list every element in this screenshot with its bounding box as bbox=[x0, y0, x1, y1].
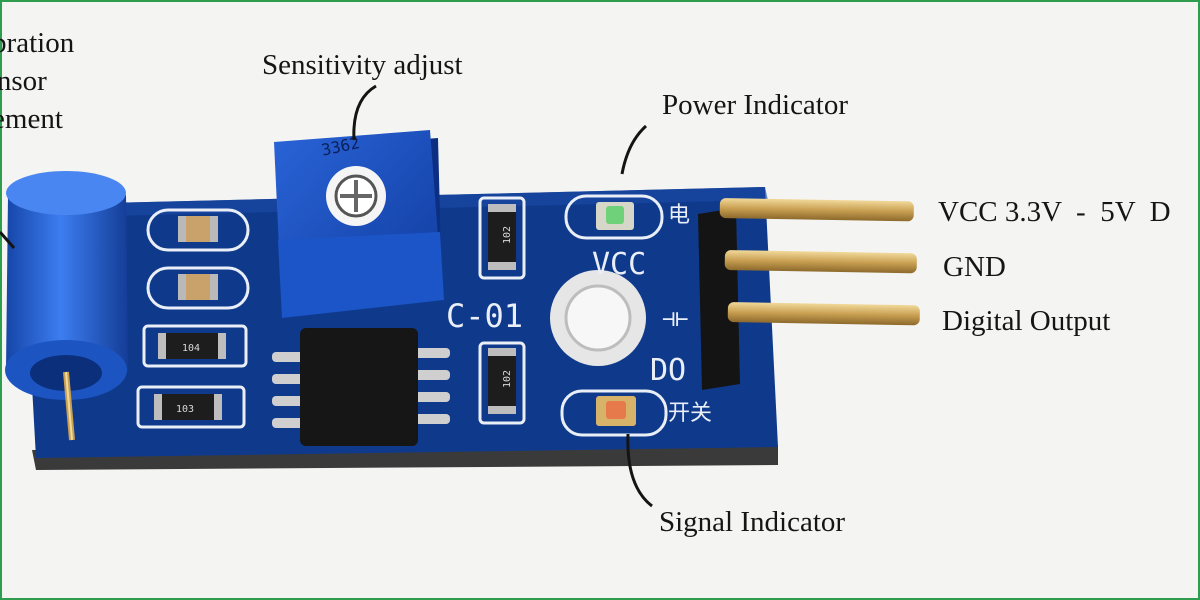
silk-model: C-01 bbox=[446, 297, 523, 335]
vibration-sensor bbox=[5, 171, 128, 441]
potentiometer: 3362 bbox=[274, 130, 444, 318]
mounting-hole bbox=[550, 270, 646, 366]
resistor-label-r1: 102 bbox=[502, 226, 513, 244]
capacitors bbox=[178, 216, 218, 300]
label-vibration-line-1: ibration bbox=[0, 27, 75, 59]
resistors-middle: 102 102 bbox=[478, 196, 526, 425]
label-signal-indicator: Signal Indicator bbox=[659, 506, 846, 538]
resistor-label-r4: 104 bbox=[182, 343, 200, 354]
silk-do: DO bbox=[650, 353, 686, 388]
power-led bbox=[564, 194, 664, 240]
label-power-indicator: Power Indicator bbox=[662, 89, 849, 121]
signal-led bbox=[560, 389, 668, 437]
label-gnd-pin: GND bbox=[943, 251, 1006, 283]
leader-signal bbox=[626, 433, 653, 508]
label-vibration-sensor-element: ibration ensor lement bbox=[0, 24, 74, 138]
resistor-label-r3: 103 bbox=[176, 404, 194, 415]
silk-vcc: VCC bbox=[592, 247, 646, 282]
silk-switch: 开关 bbox=[668, 401, 712, 426]
label-digital-output-pin: Digital Output bbox=[942, 305, 1111, 337]
label-vibration-line-3: lement bbox=[0, 103, 63, 135]
label-sensitivity-adjust: Sensitivity adjust bbox=[262, 49, 463, 81]
label-vcc-pin: VCC 3.3V - 5V D bbox=[938, 196, 1171, 228]
ic-chip bbox=[272, 328, 450, 446]
leader-power bbox=[620, 124, 648, 175]
leader-sensitivity bbox=[352, 84, 377, 141]
leader-lines bbox=[0, 84, 653, 508]
left-components bbox=[136, 208, 250, 429]
silk-gnd-symbol: ⊣⊢ bbox=[662, 307, 689, 332]
resistor-label-r2: 102 bbox=[502, 370, 513, 388]
pin-header bbox=[698, 198, 920, 390]
resistors-left: 104 103 bbox=[154, 333, 226, 420]
silk-power-char: 电 bbox=[668, 203, 690, 228]
label-vibration-line-2: ensor bbox=[0, 65, 47, 97]
leader-vibration bbox=[0, 231, 16, 249]
